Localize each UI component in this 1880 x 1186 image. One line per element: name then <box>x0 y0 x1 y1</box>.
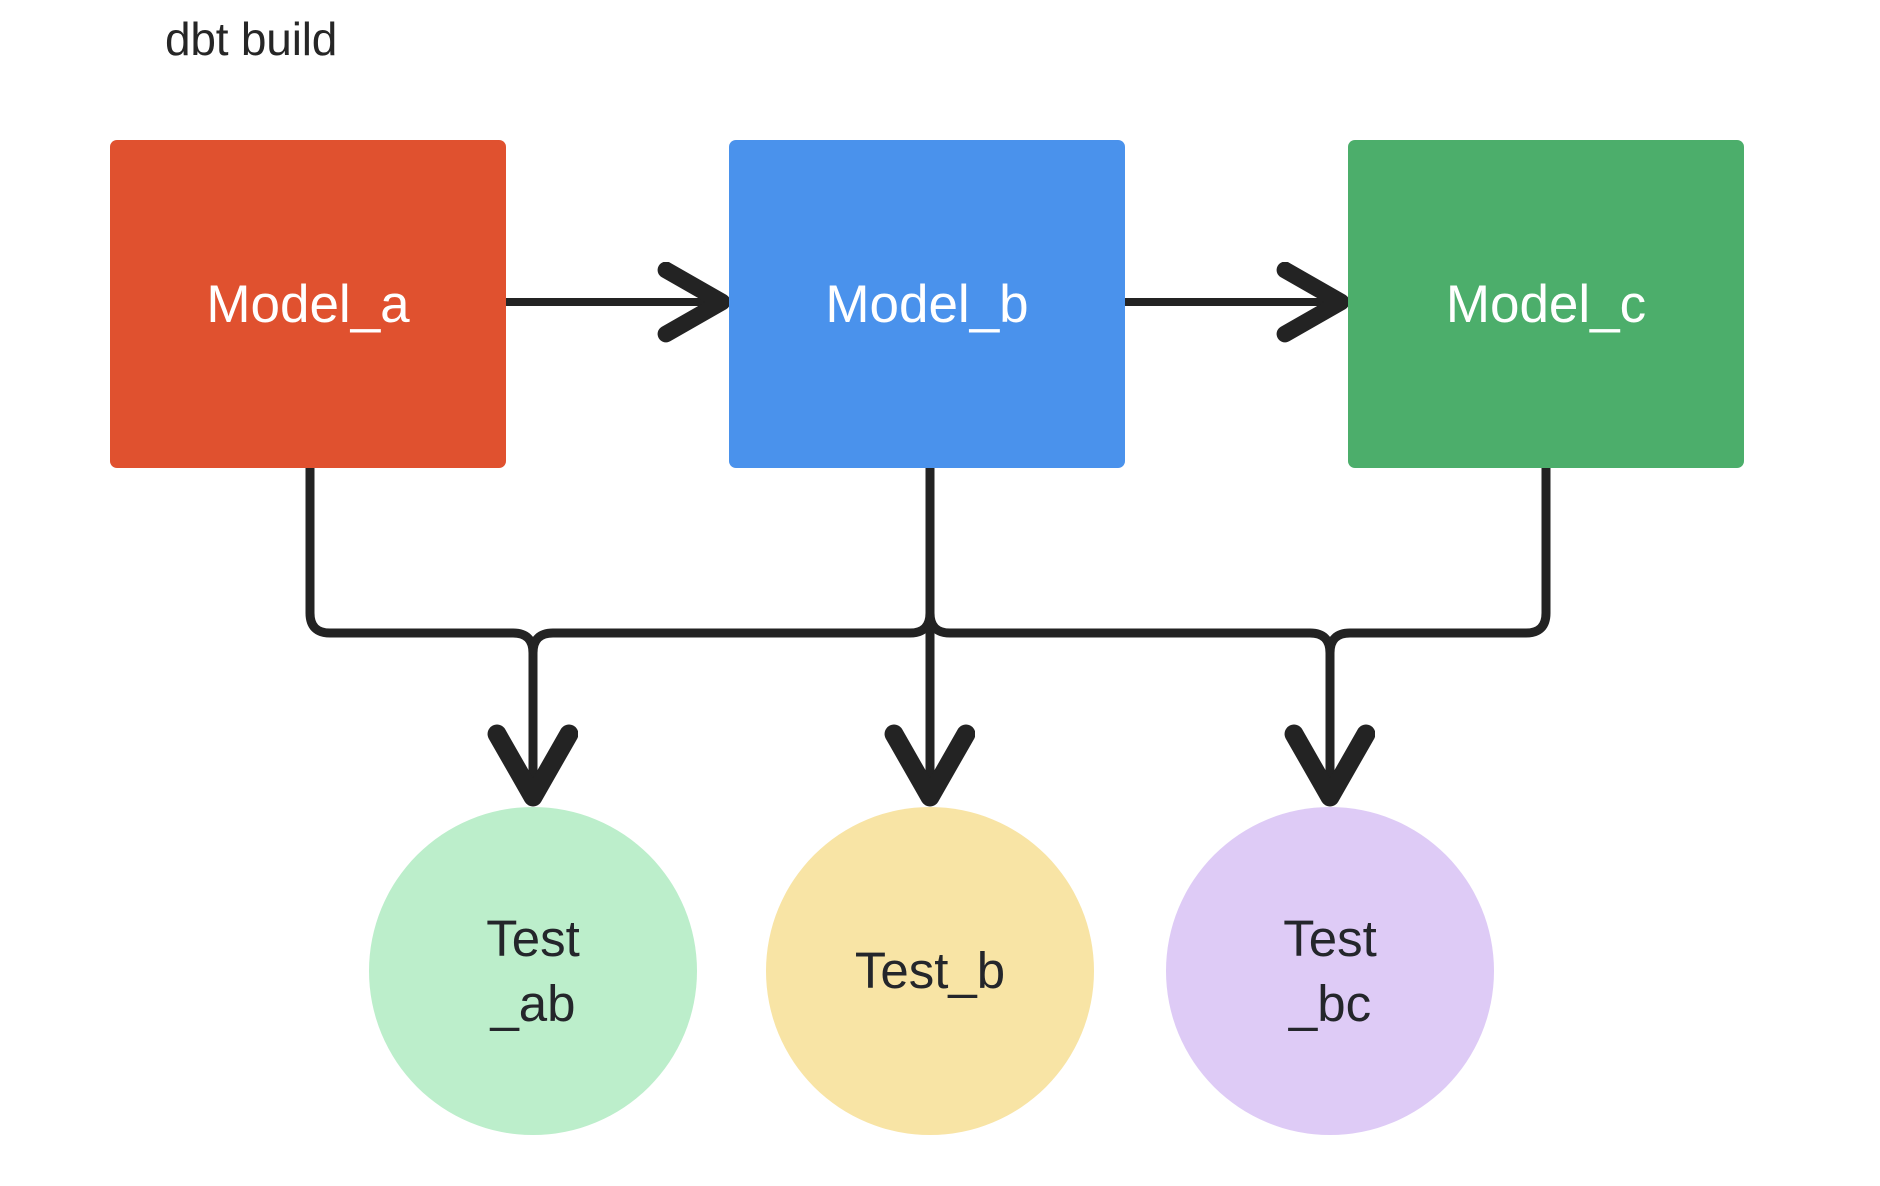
node-test-bc-label: Test _bc <box>1283 909 1377 1032</box>
node-model-a[interactable]: Model_a <box>110 140 506 468</box>
node-model-b-label: Model_b <box>825 274 1029 334</box>
node-test-ab[interactable]: Test _ab <box>369 807 697 1135</box>
node-model-c[interactable]: Model_c <box>1348 140 1744 468</box>
node-test-bc[interactable]: Test _bc <box>1166 807 1494 1135</box>
node-model-a-label: Model_a <box>206 274 410 334</box>
edge-model-b-to-test-ab <box>528 463 935 658</box>
edge-model-c-to-test-bc <box>1325 463 1551 658</box>
node-test-b[interactable]: Test_b <box>766 807 1094 1135</box>
node-test-b-label: Test_b <box>854 942 1006 1000</box>
edge-model-b-to-test-bc <box>925 463 1330 797</box>
node-model-b[interactable]: Model_b <box>729 140 1125 468</box>
node-test-ab-label: Test _ab <box>486 909 580 1032</box>
edge-model-a-to-test-ab <box>305 463 533 797</box>
node-model-c-label: Model_c <box>1445 274 1647 334</box>
page-title: dbt build <box>165 13 338 65</box>
